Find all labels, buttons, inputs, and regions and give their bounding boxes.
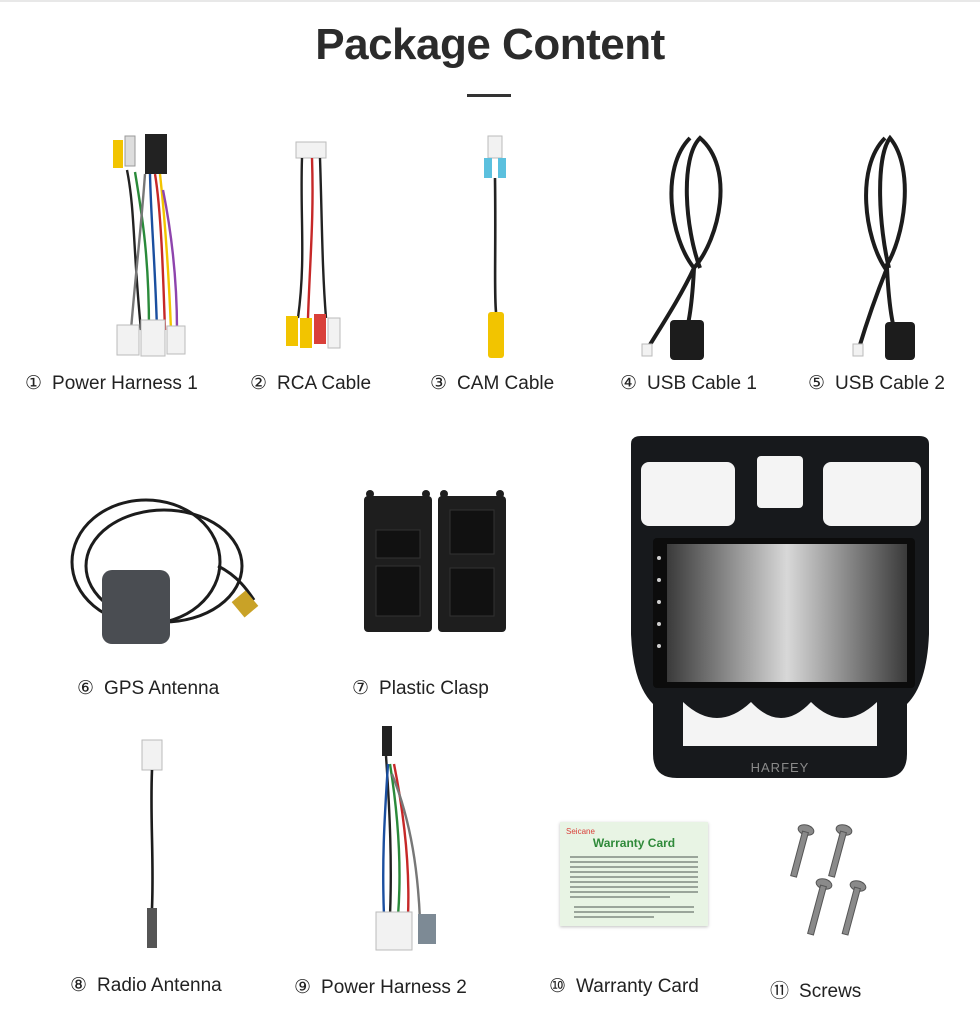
wire-harness-icon xyxy=(113,134,186,357)
usb-cable-1-image xyxy=(640,128,750,364)
radio-antenna-icon xyxy=(141,739,163,948)
camera-cable-icon xyxy=(484,135,506,358)
head-unit-image: HARFEY xyxy=(627,434,933,782)
title-underline xyxy=(467,94,511,97)
radio-antenna-image xyxy=(138,738,166,954)
warranty-card-brand: Seicane xyxy=(566,827,595,836)
page-title: Package Content xyxy=(315,20,665,69)
car-stereo-icon xyxy=(631,436,929,778)
warranty-card-title: Warranty Card xyxy=(592,836,676,850)
usb-cable-icon xyxy=(641,135,723,360)
warranty-card-fine-print xyxy=(570,856,698,918)
usb-cable-2-image xyxy=(845,128,925,364)
plastic-clasp-icon xyxy=(364,490,506,632)
power-harness-1-image xyxy=(105,130,195,362)
usb-cable-icon xyxy=(852,134,915,360)
gps-antenna-image xyxy=(68,496,268,652)
warranty-card-image: Seicane Warranty Card xyxy=(560,822,708,926)
screws-image xyxy=(790,822,876,944)
power-harness-2-image xyxy=(368,724,444,956)
head-unit-brand: HARFEY xyxy=(750,760,810,775)
rca-cable-image xyxy=(282,138,342,364)
cam-cable-image xyxy=(476,132,516,364)
plastic-clasp-image xyxy=(360,488,510,640)
gps-antenna-icon xyxy=(70,498,259,644)
rca-cable-icon xyxy=(286,141,341,349)
top-divider xyxy=(0,0,980,2)
screw-icon xyxy=(790,824,867,936)
wire-harness-icon xyxy=(375,726,436,951)
